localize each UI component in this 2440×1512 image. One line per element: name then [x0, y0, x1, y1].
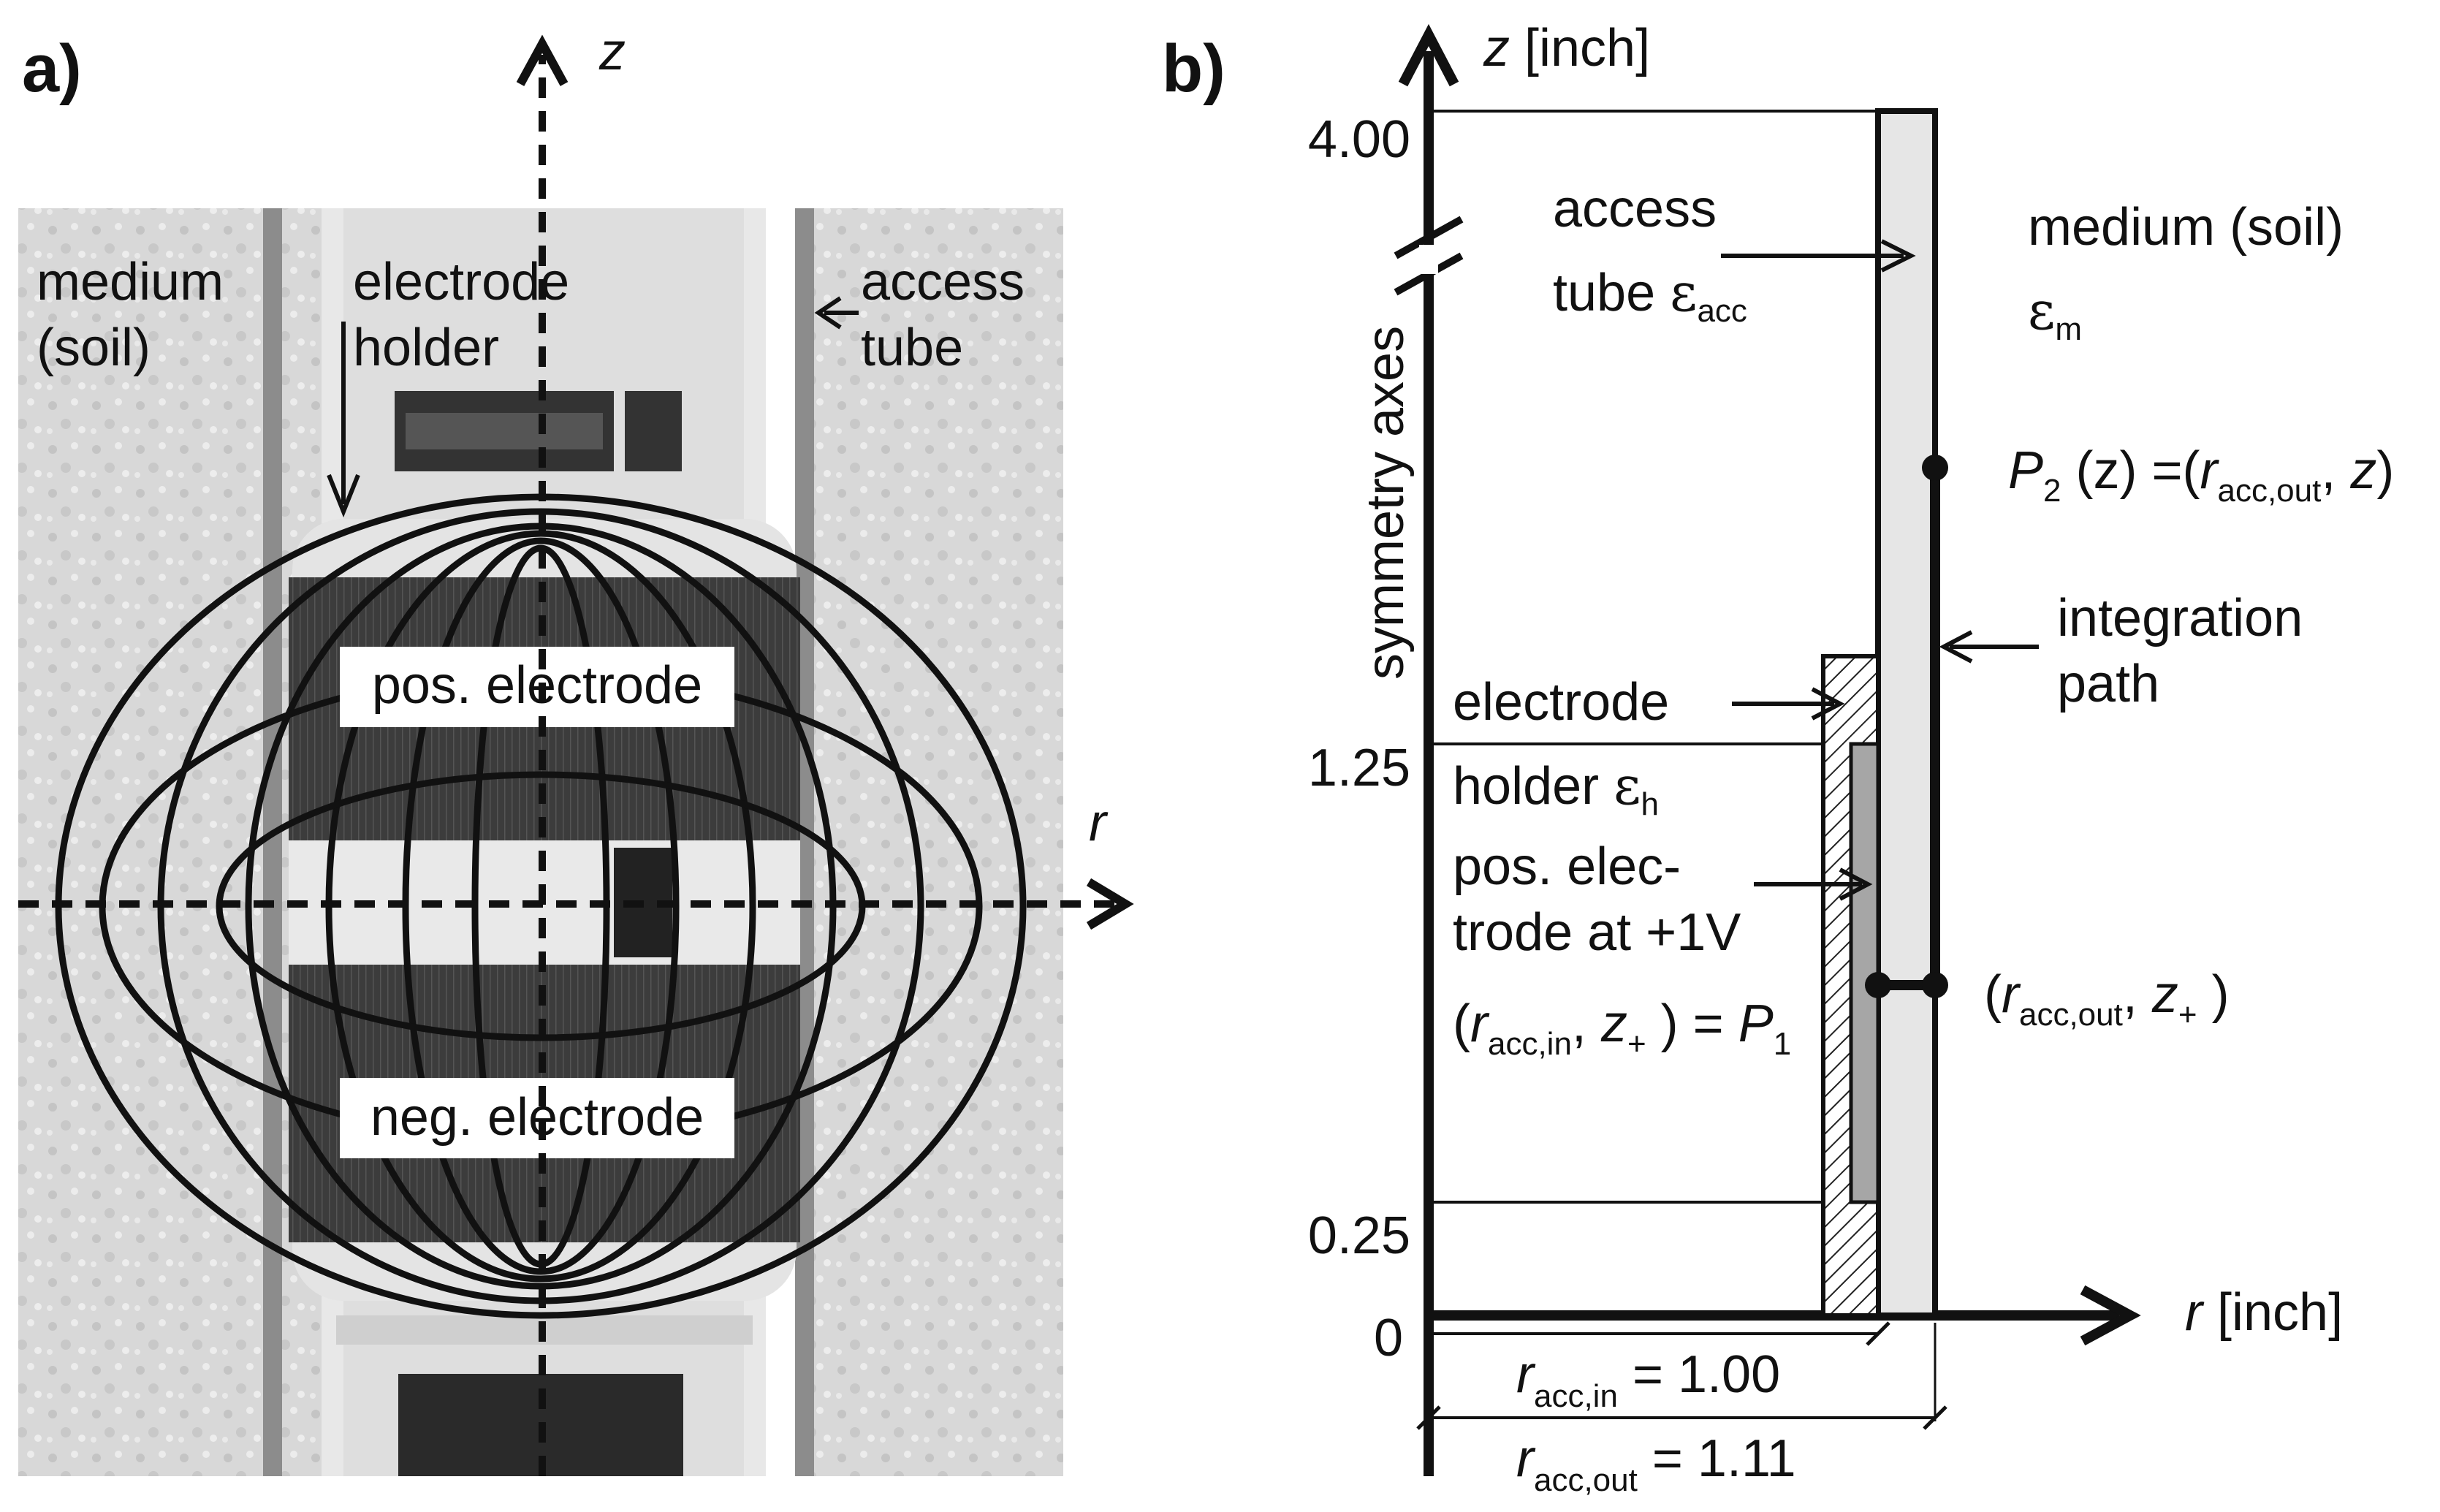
- soil-right: [797, 208, 1063, 1476]
- tick-4-00: 4.00: [1308, 110, 1410, 169]
- neg-electrode-label-bg: [340, 1078, 734, 1158]
- neg-electrode-label: neg. electrode: [370, 1088, 704, 1147]
- access-tube-label-2: tube εacc: [1553, 262, 1747, 329]
- p1-label: (racc,in, z+ ) = P1: [1453, 995, 1791, 1062]
- panel-b: b) z [inch] r [inch] symmetry axes 4.00 …: [1162, 19, 2394, 1498]
- electrode-holder-label-2: holder εh: [1453, 755, 1659, 822]
- tick-1-25: 1.25: [1308, 739, 1410, 797]
- point-p1: [1865, 972, 1891, 998]
- z-label-a: z: [598, 23, 626, 81]
- access-tube-label-1: access: [1553, 180, 1717, 238]
- electrode-holder-label-1: electrode: [1453, 673, 1669, 732]
- eps-m-label: εm: [2028, 280, 2082, 347]
- panel-b-label: b): [1162, 31, 1225, 106]
- point-acc-out-zplus: [1922, 972, 1948, 998]
- pos-electrode-label-b-1: pos. elec-: [1453, 837, 1681, 896]
- symmetry-label: symmetry axes: [1356, 326, 1415, 680]
- tube-label-1: access: [861, 253, 1025, 311]
- r-label-b: r [inch]: [2185, 1283, 2343, 1342]
- acc-out-zplus-label: (racc,out, z+ ): [1984, 965, 2230, 1033]
- access-tube-b: [1875, 108, 1938, 1318]
- r-arrow-b: [2080, 1285, 2141, 1346]
- integration-label-2: path: [2057, 655, 2159, 713]
- holder-label-1: electrode: [353, 253, 569, 311]
- tube-wall-left: [263, 208, 282, 1476]
- medium-label-a-1: medium: [37, 253, 224, 311]
- z-label-b: z [inch]: [1483, 19, 1650, 77]
- z-arrow-b: [1398, 23, 1459, 87]
- rout-label: racc,out = 1.11: [1516, 1429, 1796, 1498]
- connector-top-small: [625, 391, 682, 471]
- holder-label-2: holder: [353, 319, 499, 377]
- tick-0-25: 0.25: [1308, 1207, 1410, 1265]
- panel-a: pos. electrode neg. electrode z r a) med…: [18, 23, 1134, 1476]
- pos-electrode-label: pos. electrode: [372, 656, 702, 715]
- rin-label: racc,in = 1.00: [1516, 1345, 1780, 1414]
- integration-label-1: integration: [2057, 589, 2303, 647]
- tube-label-2: tube: [861, 319, 963, 377]
- medium-label-a-2: (soil): [37, 319, 151, 377]
- tick-0: 0: [1374, 1309, 1403, 1367]
- r-arrow-a: [1086, 878, 1134, 930]
- pos-electrode-label-bg: [340, 647, 734, 727]
- p2-label: P2 (z) =(racc,out, z): [2008, 441, 2394, 509]
- medium-label-b: medium (soil): [2028, 198, 2344, 257]
- point-p2: [1922, 455, 1948, 481]
- pos-electrode-label-b-2: trode at +1V: [1453, 903, 1741, 962]
- r-label-a: r: [1089, 794, 1109, 852]
- axis-break-1: [1394, 216, 1464, 259]
- z-arrow-a: [516, 34, 569, 86]
- panel-a-label: a): [22, 31, 82, 106]
